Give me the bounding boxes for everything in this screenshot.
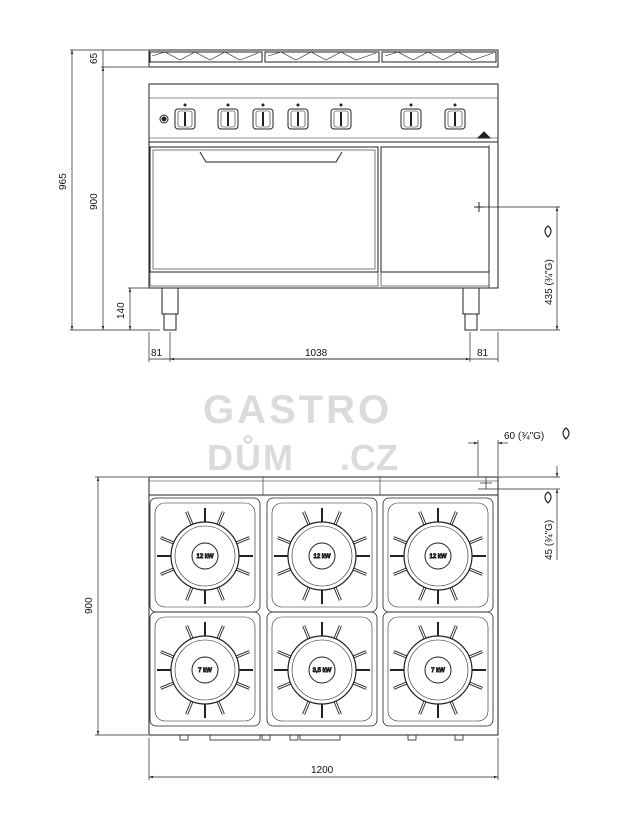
appliance-body	[148, 141, 499, 289]
burner-power-label: 12 kW	[313, 554, 330, 560]
burner-power-label: 7 kW	[431, 668, 445, 674]
dim-60-gas: 60 (¾"G)	[504, 431, 544, 442]
burner-grid: 12 kW 12 kW 12 kW 7 kW 3,5 kW 7 kW	[149, 497, 494, 727]
dim-65: 65	[89, 52, 100, 64]
burner: 12 kW	[266, 497, 378, 613]
dim-1038: 1038	[305, 348, 328, 359]
burner-power-label: 3,5 kW	[313, 668, 332, 674]
oven-handle	[199, 151, 343, 163]
top-grates	[148, 49, 499, 68]
dim-45-gas: 45 (¾"G)	[544, 520, 555, 560]
burner: 7 kW	[382, 611, 494, 727]
leg-right	[462, 287, 480, 315]
burner: 3,5 kW	[266, 611, 378, 727]
leg-left	[161, 287, 179, 315]
knob-group	[174, 103, 466, 130]
dim-81-right: 81	[477, 348, 489, 359]
gas-flame-icon	[544, 225, 552, 238]
top-dimensions	[95, 440, 560, 780]
dim-900-top: 900	[84, 597, 95, 614]
control-knob-icon[interactable]	[287, 103, 309, 130]
front-dimensions	[70, 49, 560, 362]
control-knob-icon[interactable]	[330, 103, 352, 130]
dim-435-gas: 435 (¾"G)	[544, 259, 555, 305]
control-knob-icon[interactable]	[444, 103, 466, 130]
top-view: 12 kW 12 kW 12 kW 7 kW 3,5 kW 7 kW	[148, 476, 499, 741]
front-view	[148, 49, 499, 331]
control-panel	[148, 83, 499, 143]
gas-flame-icon-side	[544, 491, 552, 504]
dim-140: 140	[116, 302, 127, 319]
control-knob-icon[interactable]	[400, 103, 422, 130]
watermark-line2: DŮM	[207, 433, 295, 478]
control-knob-icon[interactable]	[217, 103, 239, 130]
dim-81-left: 81	[151, 348, 163, 359]
burner-power-label: 7 kW	[198, 668, 212, 674]
control-knob-icon[interactable]	[174, 103, 196, 130]
dim-900-front: 900	[89, 193, 100, 210]
burner: 12 kW	[149, 497, 261, 613]
burner-power-label: 12 kW	[429, 554, 446, 560]
back-rail	[148, 476, 499, 496]
dim-965: 965	[58, 173, 69, 190]
burner: 7 kW	[149, 611, 261, 727]
watermark-line1: GASTRO	[203, 388, 392, 432]
watermark: GASTRO DŮM .CZ	[203, 388, 398, 478]
control-knob-icon[interactable]	[252, 103, 274, 130]
burner-power-label: 12 kW	[196, 554, 213, 560]
burner: 12 kW	[382, 497, 494, 613]
knob-stubs	[179, 734, 464, 741]
gas-flame-icon-top	[562, 427, 570, 440]
ignition-button-icon	[159, 114, 169, 124]
watermark-line3: .CZ	[340, 437, 398, 478]
dim-1200: 1200	[311, 765, 334, 776]
